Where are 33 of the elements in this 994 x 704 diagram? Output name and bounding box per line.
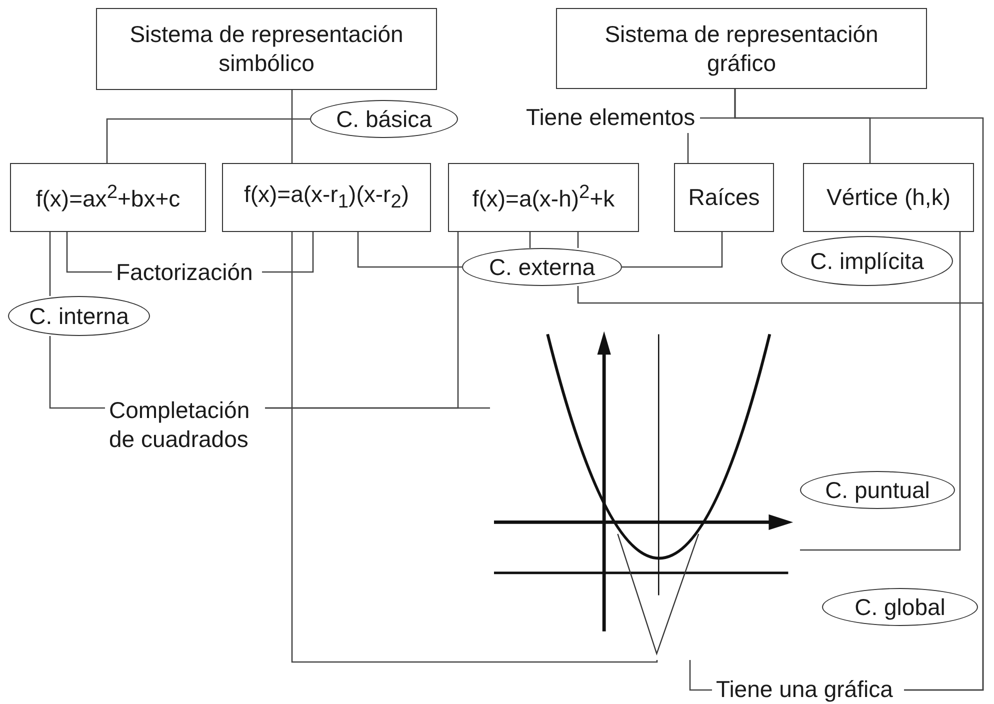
concept-ellipse: C. puntual	[800, 471, 955, 509]
concept-box: Sistema de representación simbólico	[96, 8, 437, 90]
concept-ellipse: C. externa	[462, 248, 622, 286]
connector-line	[357, 232, 462, 268]
connector-line	[689, 660, 712, 691]
connector-line	[529, 232, 531, 248]
link-text: Tiene elementos	[522, 101, 700, 133]
concept-box: Vértice (h,k)	[803, 163, 974, 232]
concept-ellipse: C. básica	[310, 100, 458, 138]
concept-ellipse: C. global	[822, 588, 978, 626]
connector-line	[66, 232, 112, 273]
connector-line	[291, 90, 293, 163]
connector-line	[49, 336, 105, 409]
connector-line	[265, 407, 490, 409]
connector-line	[687, 133, 689, 163]
connector-line	[622, 232, 723, 268]
link-text: Tiene una gráfica	[712, 673, 904, 704]
connector-line	[291, 232, 658, 663]
concept-ellipse: C. implícita	[781, 236, 953, 286]
link-text: Factorización	[112, 255, 262, 289]
connector-line	[106, 118, 310, 163]
concept-box: Raíces	[674, 163, 774, 232]
concept-box: f(x)=ax$^{2}$+bx+c	[10, 163, 206, 232]
connector-line	[800, 232, 961, 551]
connector-line	[262, 232, 314, 273]
link-text: Completación de cuadrados	[105, 392, 265, 458]
concept-box: Sistema de representación gráfico	[556, 8, 927, 89]
connector-line	[577, 232, 579, 248]
concept-ellipse: C. interna	[8, 296, 150, 336]
connector-line	[577, 286, 984, 691]
connector-line	[49, 232, 51, 296]
concept-box: f(x)=a(x-h)$^{2}$+k	[448, 163, 639, 232]
concept-box: f(x)=a(x-r$_{1}$)(x-r$_{2}$)	[222, 163, 431, 232]
